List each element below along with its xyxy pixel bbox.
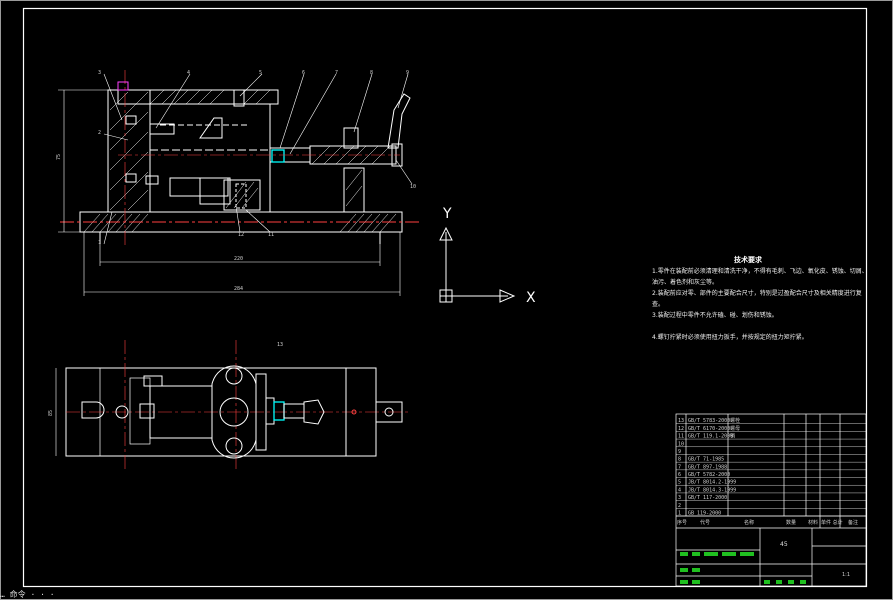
balloon-5: 5 <box>259 70 262 76</box>
tech-note-3: 3.装配过程中零件不允许磕、碰、划伤和锈蚀。 <box>652 311 778 319</box>
balloon-1: 1 <box>98 240 101 246</box>
tech-requirements: 技术要求 1.零件在装配前必须清理和清洗干净，不得有毛刺、飞边、氧化皮、锈蚀、切… <box>652 255 868 341</box>
title-block-cell-no: 11 <box>678 434 684 440</box>
balloon-6: 6 <box>302 70 305 76</box>
command-line[interactable]: … 命令 · · · <box>0 590 55 599</box>
title-block-cell-no: 3 <box>678 495 681 501</box>
dimensions-front <box>58 89 401 296</box>
title-block-cell-code: GB/T 71-1985 <box>688 457 724 463</box>
title-block-cell-no: 8 <box>678 457 681 463</box>
balloon-8: 8 <box>370 70 373 76</box>
title-block-cell-code: GB/T 6170-2000 <box>688 426 730 432</box>
ucs-icon <box>439 226 516 303</box>
title-block-cell-code: GB 119-2000 <box>688 511 721 517</box>
title-block-cell-code: GB/T 5783-2000 <box>688 418 730 424</box>
title-block-cell-no: 7 <box>678 464 681 470</box>
axis-y-label: Y <box>442 206 452 222</box>
hdr-material: 材料 <box>808 519 818 526</box>
tech-note-1: 1.零件在装配前必须清理和清洗干净，不得有毛刺、飞边、氧化皮、锈蚀、切屑、 <box>652 267 868 275</box>
tech-note-1b: 油污、着色剂和灰尘等。 <box>652 278 718 286</box>
title-block-cell-code: GB/T 117-2000 <box>688 495 727 501</box>
title-block-cell-no: 9 <box>678 449 681 455</box>
title-block-cell-no: 4 <box>678 487 681 493</box>
balloon-13: 13 <box>277 342 283 348</box>
hdr-qty: 数量 <box>786 519 796 526</box>
title-block-cell-no: 13 <box>678 418 684 424</box>
balloon-labels: 3 2 4 5 6 7 8 9 10 11 12 1 13 <box>98 70 416 348</box>
title-block-cell-no: 1 <box>678 511 681 517</box>
tb-green-marks <box>680 552 806 584</box>
title-block-cell-no: 6 <box>678 472 681 478</box>
title-block-cell-no: 12 <box>678 426 684 432</box>
hatch-base <box>83 213 397 233</box>
drawing-frame <box>22 7 868 588</box>
title-block-cell-code: GB/T 897-1988 <box>688 464 727 470</box>
dim-height: 75 <box>56 154 62 160</box>
hdr-code: 代号 <box>700 519 710 526</box>
title-block-cell-name: 销 <box>730 433 735 440</box>
title-block-cell-no: 5 <box>678 480 681 486</box>
balloon-10: 10 <box>410 184 416 190</box>
dim-inner-len: 220 <box>234 256 243 262</box>
hdr-no: 序号 <box>677 519 687 526</box>
tb-ratio: 1:1 <box>842 572 850 578</box>
dim-width: 85 <box>48 410 54 416</box>
title-block-cell-code: JB/T 8014.3-1999 <box>688 487 736 493</box>
tech-note-2: 2.装配前应对零、部件的主要配合尺寸，特别是过盈配合尺寸及相关精度进行复 <box>652 289 862 297</box>
hdr-weight: 单件 总计 <box>821 519 843 526</box>
title-block-cell-no: 10 <box>678 441 684 447</box>
title-block-cell-name: 螺栓 <box>730 417 740 424</box>
title-block-cell-code: GB/T 5782-2000 <box>688 472 730 478</box>
title-block-cell-no: 2 <box>678 503 681 509</box>
front-view <box>60 70 420 246</box>
balloon-7: 7 <box>335 70 338 76</box>
balloon-9: 9 <box>406 70 409 76</box>
hdr-remark: 备注 <box>848 519 858 526</box>
tech-note-2b: 查。 <box>652 300 664 308</box>
title-block-cell-code: JB/T 8014.2-1999 <box>688 480 736 486</box>
title-block-cell-name: 螺母 <box>730 425 740 432</box>
balloon-12: 12 <box>238 232 244 238</box>
tb-material: 45 <box>780 541 788 548</box>
balloon-11: 11 <box>268 232 274 238</box>
title-block-cell-code: GB/T 119.1-2000 <box>688 434 733 440</box>
balloon-3: 3 <box>98 70 101 76</box>
hdr-name: 名称 <box>744 519 754 526</box>
leaders <box>103 73 413 245</box>
dim-total-len: 284 <box>234 286 243 292</box>
top-view <box>55 340 410 470</box>
title-block-headers: 序号 代号 名称 数量 材料 单件 总计 备注 45 1:1 <box>677 519 858 578</box>
axis-x-label: X <box>526 290 536 306</box>
tech-title: 技术要求 <box>734 255 763 264</box>
balloon-4: 4 <box>187 70 190 76</box>
tech-note-4: 4.螺钉拧紧时必须使用扭力扳手，并按规定的扭力矩拧紧。 <box>652 333 808 341</box>
balloon-2: 2 <box>98 130 101 136</box>
